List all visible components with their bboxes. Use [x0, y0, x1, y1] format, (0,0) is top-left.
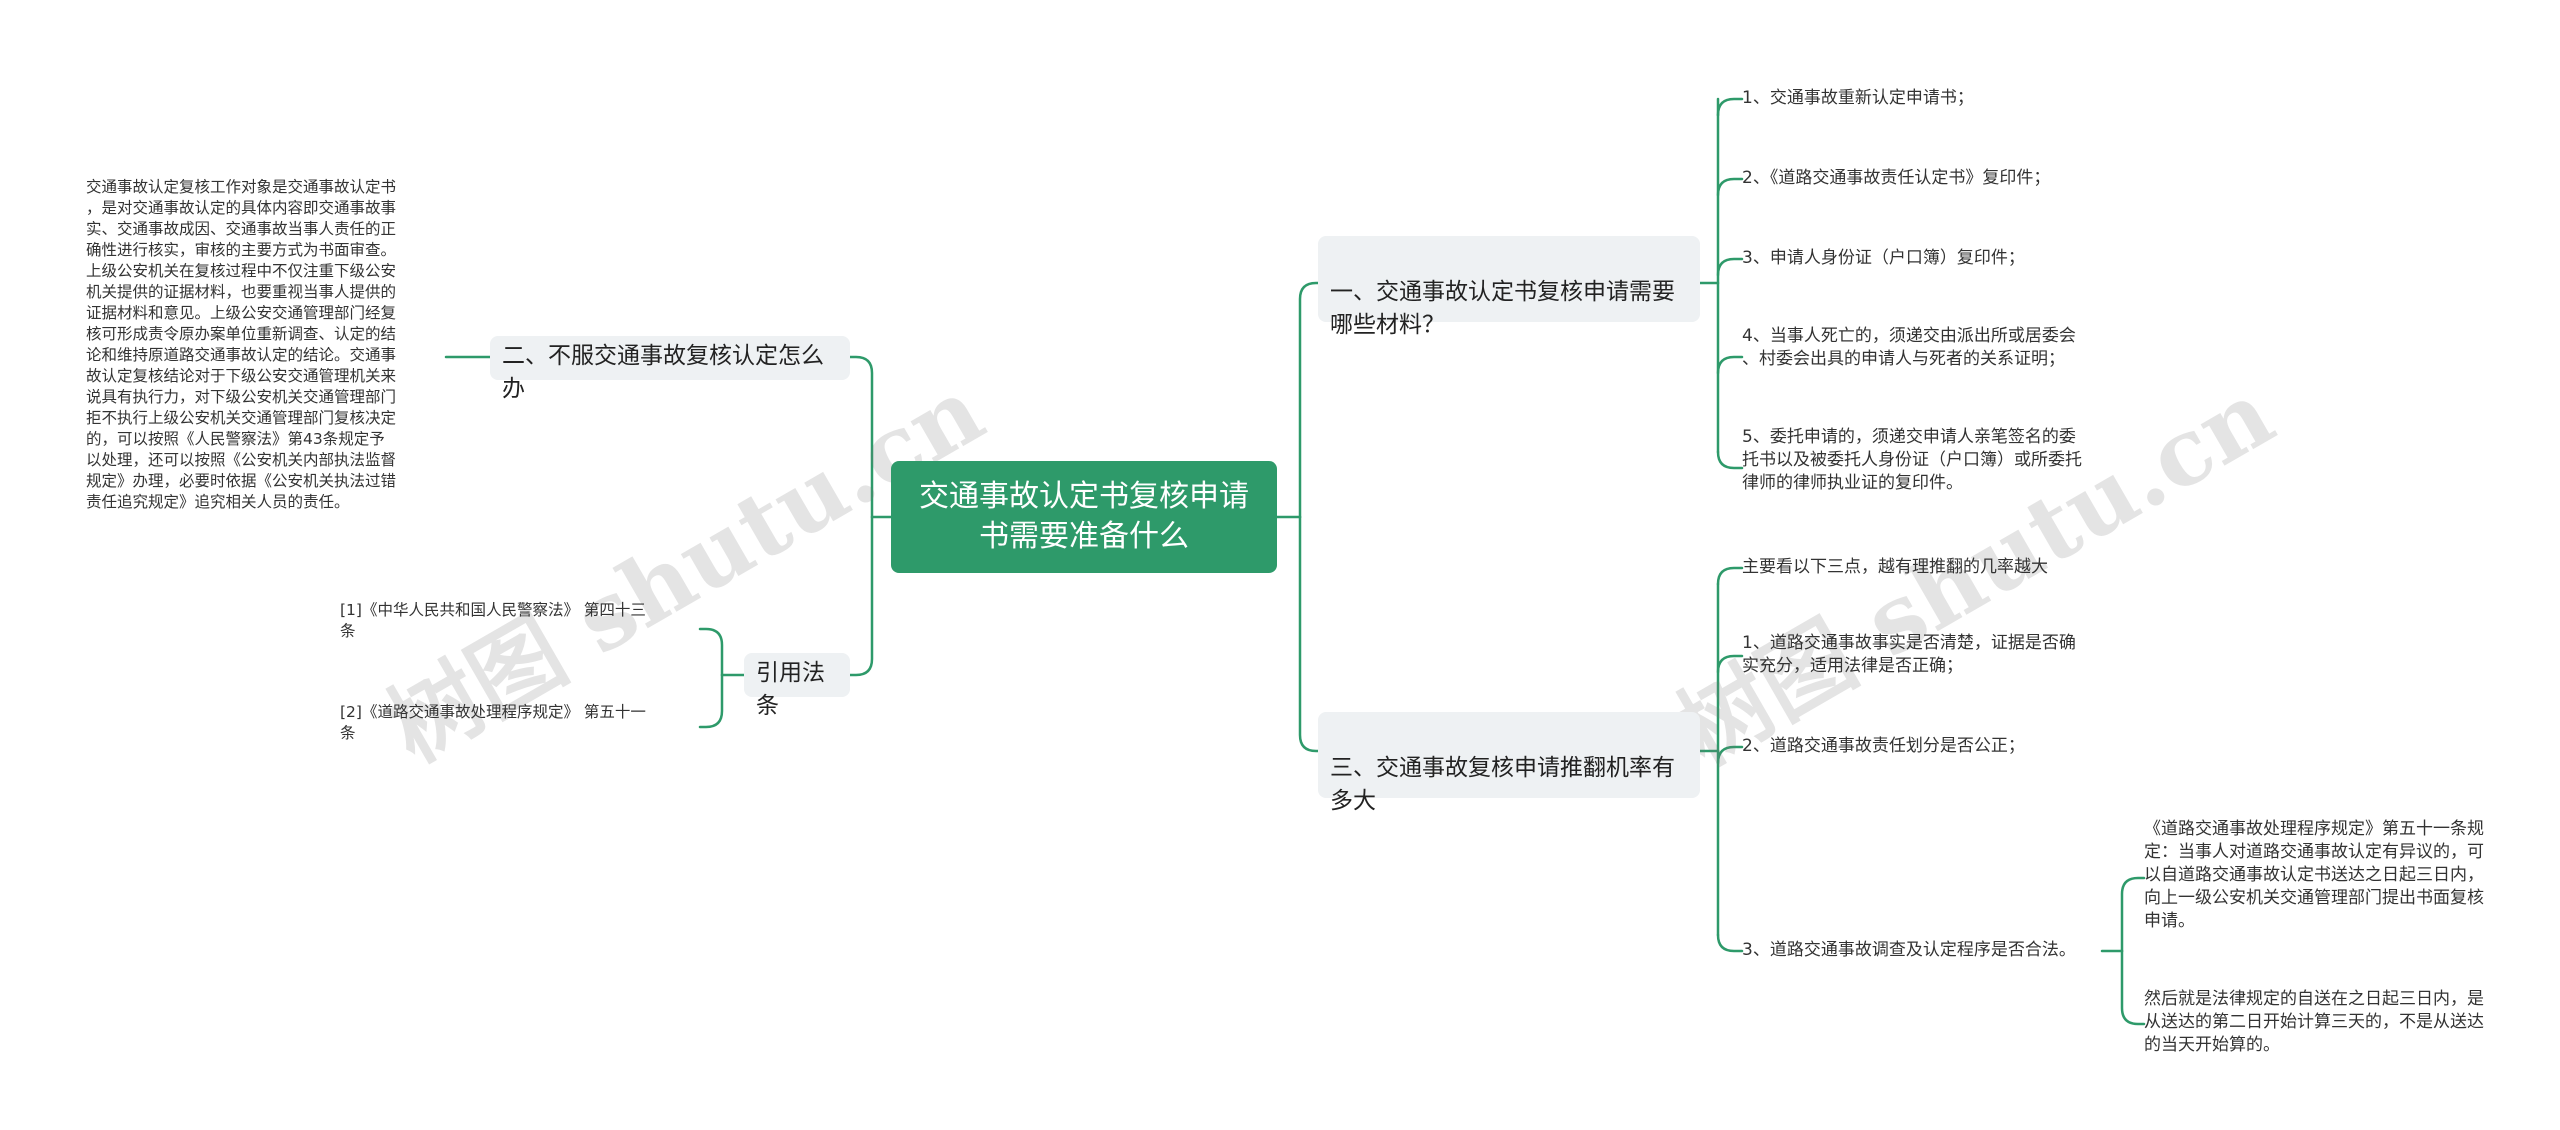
root-topic[interactable]: 交通事故认定书复核申请书需要准备什么: [891, 461, 1277, 573]
leaf-overturn-intro[interactable]: 主要看以下三点，越有理推翻的几率越大: [1742, 557, 2048, 577]
link-root-b3: [1298, 515, 1320, 753]
leaf-material-1[interactable]: 1、交通事故重新认定申请书；: [1742, 88, 1974, 108]
branch-overturn-rate-label: 三、交通事故复核申请推翻机率有 多大: [1330, 755, 1675, 814]
leaf-material-3[interactable]: 3、申请人身份证（户口簿）复印件；: [1742, 248, 2025, 268]
leaf-material-5[interactable]: 5、委托申请的，须递交申请人亲笔签名的委 托书以及被委托人身份证（户口簿）或所委…: [1742, 427, 2082, 493]
leaf-overturn-3-rule[interactable]: 《道路交通事故处理程序规定》第五十一条规 定：当事人对道路交通事故认定有异议的，…: [2144, 819, 2484, 931]
branch-dispute[interactable]: 二、不服交通事故复核认定怎么办: [490, 336, 850, 402]
root-topic-label: 交通事故认定书复核申请书需要准备什么: [919, 479, 1249, 554]
leaf-overturn-3-timing[interactable]: 然后就是法律规定的自送在之日起三日内，是 从送达的第二日开始计算三天的，不是从送…: [2144, 989, 2484, 1055]
citation-2[interactable]: [2]《道路交通事故处理程序规定》 第五十一 条: [340, 703, 646, 742]
citation-1[interactable]: [1]《中华人民共和国人民警察法》 第四十三 条: [340, 601, 646, 640]
leaf-overturn-1[interactable]: 1、道路交通事故事实是否清楚，证据是否确 实充分，适用法律是否正确；: [1742, 633, 2076, 676]
branch-citations-label: 引用法条: [756, 660, 825, 719]
link-root-b1: [1298, 281, 1320, 519]
link-root-b2: [848, 355, 874, 519]
branch-materials[interactable]: 一、交通事故认定书复核申请需要 哪些材料？: [1318, 236, 1700, 338]
leaf-overturn-2[interactable]: 2、道路交通事故责任划分是否公正；: [1742, 736, 2025, 756]
dispute-explanation: 交通事故认定复核工作对象是交通事故认定书 ，是对交通事故认定的具体内容即交通事故…: [86, 178, 397, 511]
link-root-cite: [848, 515, 874, 677]
branch-dispute-label: 二、不服交通事故复核认定怎么办: [502, 343, 824, 402]
branch-overturn-rate[interactable]: 三、交通事故复核申请推翻机率有 多大: [1318, 712, 1700, 814]
leaf-overturn-3[interactable]: 3、道路交通事故调查及认定程序是否合法。: [1742, 940, 2076, 960]
branch-citations[interactable]: 引用法条: [744, 653, 850, 719]
leaf-material-2[interactable]: 2、《道路交通事故责任认定书》复印件；: [1742, 168, 2051, 188]
leaf-material-4[interactable]: 4、当事人死亡的，须递交由派出所或居委会 、村委会出具的申请人与死者的关系证明；: [1742, 326, 2076, 369]
branch-materials-label: 一、交通事故认定书复核申请需要 哪些材料？: [1330, 279, 1675, 338]
